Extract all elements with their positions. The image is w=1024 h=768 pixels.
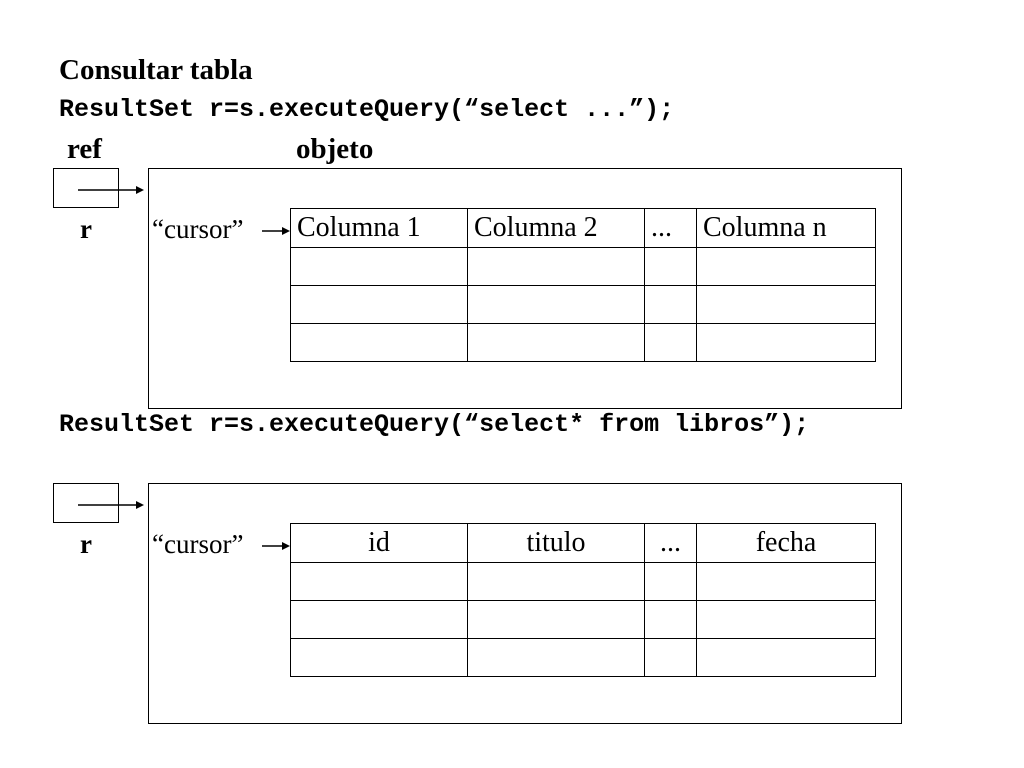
column-header: Columna n xyxy=(696,208,876,248)
column-header: titulo xyxy=(467,523,645,563)
object-box xyxy=(148,483,902,724)
code-line-execute-query: ResultSet r=s.executeQuery(“select ...”)… xyxy=(59,95,675,124)
column-header: id xyxy=(290,523,468,563)
table-row xyxy=(290,247,876,286)
cursor-arrow xyxy=(262,227,290,235)
table-header-row: id titulo ... fecha xyxy=(290,523,876,563)
table-row xyxy=(290,600,876,639)
result-table: Columna 1 Columna 2 ... Columna n xyxy=(290,208,876,362)
header-objeto: objeto xyxy=(296,133,374,165)
table-header-row: Columna 1 Columna 2 ... Columna n xyxy=(290,208,876,248)
column-header: Columna 2 xyxy=(467,208,645,248)
reference-arrow xyxy=(78,186,144,194)
header-ref: ref xyxy=(67,133,102,165)
cursor-label: “cursor” xyxy=(152,214,244,244)
reference-box xyxy=(53,168,119,208)
reference-arrow xyxy=(78,501,144,509)
variable-label-r: r xyxy=(80,214,92,244)
table-row xyxy=(290,562,876,601)
column-header: ... xyxy=(644,523,697,563)
cursor-arrow xyxy=(262,542,290,550)
reference-box xyxy=(53,483,119,523)
column-header: fecha xyxy=(696,523,876,563)
column-header: ... xyxy=(644,208,697,248)
cursor-label: “cursor” xyxy=(152,529,244,559)
variable-label-r: r xyxy=(80,529,92,559)
code-line-select-libros: ResultSet r=s.executeQuery(“select* from… xyxy=(59,410,810,439)
table-row xyxy=(290,285,876,324)
column-header: Columna 1 xyxy=(290,208,468,248)
result-table: id titulo ... fecha xyxy=(290,523,876,677)
slide-title: Consultar tabla xyxy=(59,54,253,86)
table-row xyxy=(290,323,876,362)
table-row xyxy=(290,638,876,677)
object-box xyxy=(148,168,902,409)
